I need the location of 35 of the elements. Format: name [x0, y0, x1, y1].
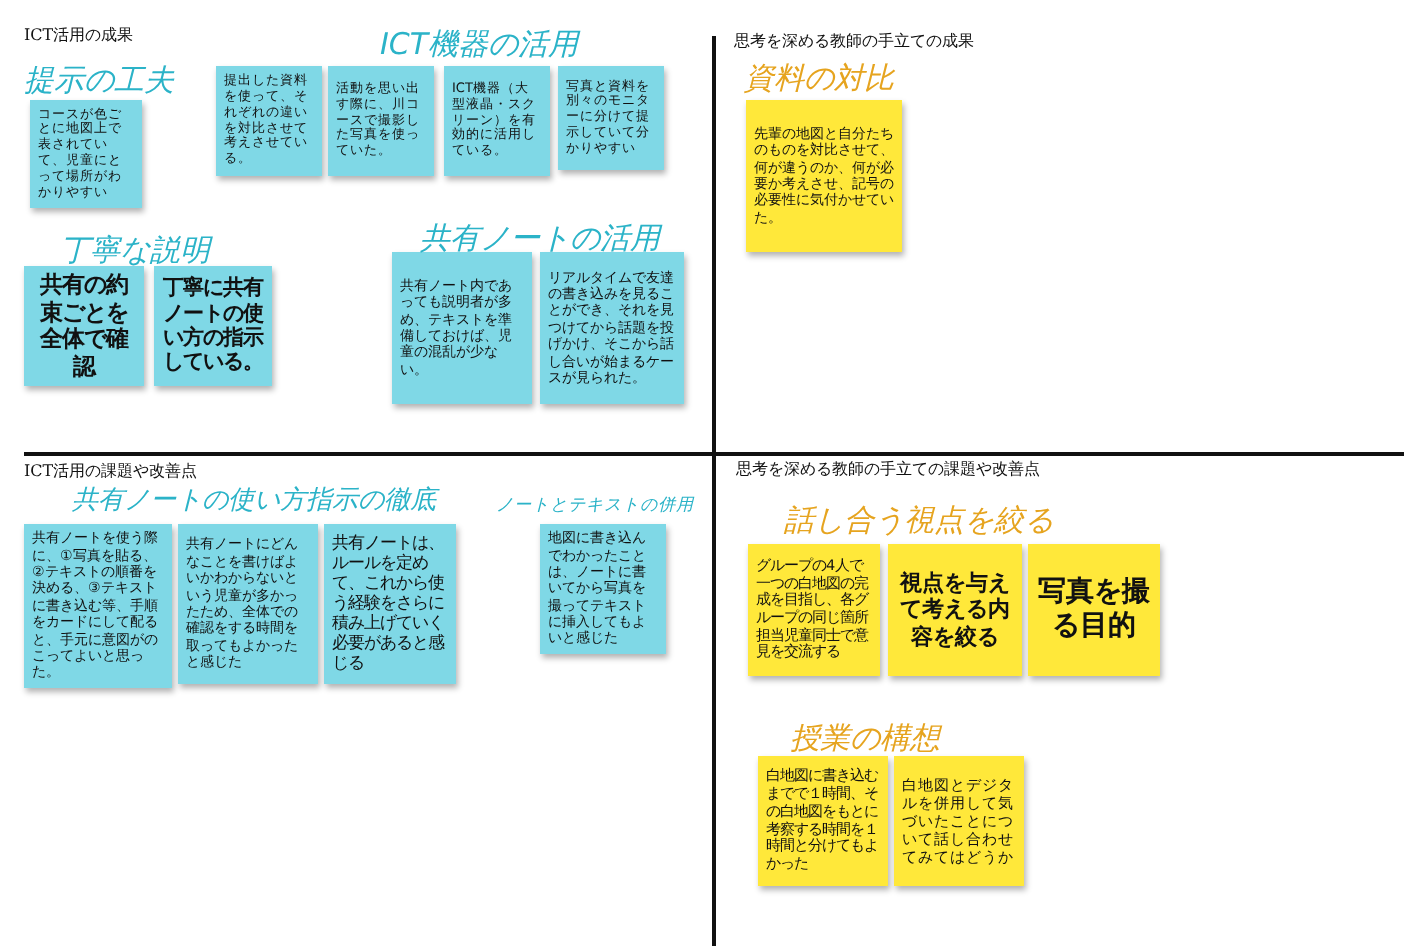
group-heading: 共有ノートの活用	[420, 222, 660, 255]
sticky-note	[24, 266, 144, 386]
section-title: ICT活用の課題や改善点	[24, 464, 198, 482]
section-title: 思考を深める教師の手立ての成果	[734, 34, 974, 52]
group-heading: 話し合う視点を絞る	[784, 504, 1054, 537]
group-heading: 丁寧な説明	[60, 234, 210, 267]
sticky-note	[748, 544, 880, 676]
note-text: 共有ノートは、ルールを定めて、これから使う経験をさらに積み上げていく必要があると感じる	[332, 534, 447, 674]
sticky-note	[178, 524, 318, 684]
section-title: ICT活用の成果	[24, 28, 134, 46]
sticky-note	[558, 66, 664, 170]
group-heading: 共有ノートの使い方指示の徹底	[72, 488, 436, 517]
group-heading: 提示の工夫	[24, 64, 174, 97]
group-heading: 授業の構想	[790, 722, 940, 755]
group-heading: ノートとテキストの併用	[496, 498, 694, 517]
sticky-note	[894, 756, 1024, 886]
sticky-note	[216, 66, 322, 176]
sticky-note	[30, 100, 142, 208]
sticky-note	[758, 756, 888, 886]
note-text: 共有の約束ごとを全体で確認	[38, 272, 131, 380]
section-title: 思考を深める教師の手立ての課題や改善点	[736, 462, 1040, 480]
sticky-note	[328, 66, 434, 176]
sticky-note	[392, 252, 532, 404]
group-heading: 資料の対比	[744, 62, 894, 95]
sticky-note	[540, 252, 684, 404]
note-text: 丁寧に共有ノートの使い方の指示している。	[162, 276, 264, 376]
note-text: 視点を与えて考える内容を絞る	[897, 570, 1012, 650]
sticky-note	[746, 100, 902, 252]
sticky-note	[24, 524, 172, 688]
sticky-note	[444, 66, 550, 176]
sticky-note	[1028, 544, 1160, 676]
sticky-note	[540, 524, 666, 654]
group-heading: ICT機器の活用	[380, 28, 579, 61]
sticky-note	[888, 544, 1022, 676]
note-text: 写真を撮る目的	[1036, 576, 1152, 644]
